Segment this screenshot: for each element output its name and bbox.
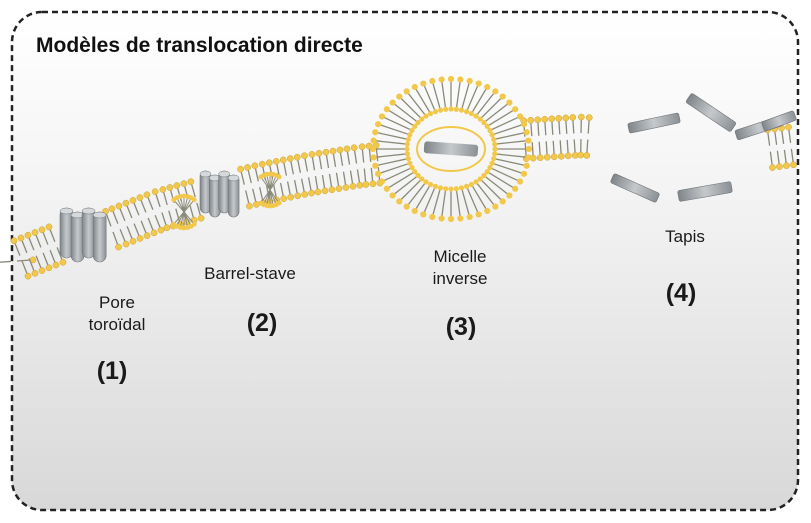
number-2: (2) bbox=[232, 312, 292, 334]
toroidal-pore-peptides bbox=[60, 208, 106, 262]
label-tapis: Tapis bbox=[645, 226, 725, 248]
number-4: (4) bbox=[651, 282, 711, 304]
label-micelle-inverse-line1: Micelle bbox=[415, 246, 505, 268]
number-3: (3) bbox=[431, 316, 491, 338]
diagram-background bbox=[12, 12, 798, 510]
label-pore-toroidal-line1: Pore bbox=[72, 292, 162, 314]
barrel-stave-peptides bbox=[200, 171, 239, 217]
number-1: (1) bbox=[82, 360, 142, 382]
label-barrel-stave-line1: Barrel-stave bbox=[185, 263, 315, 285]
label-tapis-line1: Tapis bbox=[645, 226, 725, 248]
label-pore-toroidal: Pore toroïdal bbox=[72, 292, 162, 336]
label-micelle-inverse-line2: inverse bbox=[415, 268, 505, 290]
label-barrel-stave: Barrel-stave bbox=[185, 263, 315, 285]
label-pore-toroidal-line2: toroïdal bbox=[72, 314, 162, 336]
diagram-title: Modèles de translocation directe bbox=[36, 34, 363, 58]
label-micelle-inverse: Micelle inverse bbox=[415, 246, 505, 290]
